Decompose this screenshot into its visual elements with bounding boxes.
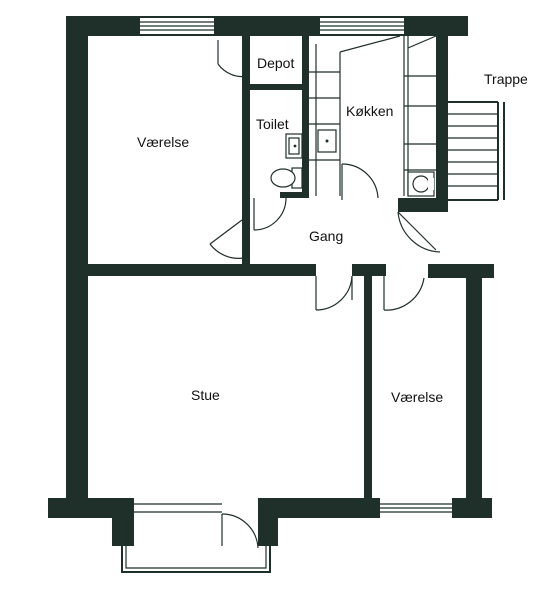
door-balcony (221, 513, 259, 549)
staircase (448, 101, 505, 201)
wall-vaerelse-toilet (242, 36, 250, 264)
wall-toilet-bottom (280, 192, 308, 198)
right-wall (466, 266, 482, 504)
wall-gang-stub (352, 264, 386, 276)
label-gang: Gang (309, 228, 343, 244)
interior-walls (88, 36, 386, 502)
windows (134, 18, 452, 516)
wall-depot-bottom (242, 84, 308, 90)
exterior-walls (48, 16, 494, 546)
wall-stue-vaerelse (364, 276, 372, 502)
door-vaerelse-top (209, 219, 245, 259)
window-bottom-right (380, 500, 452, 516)
label-stue: Stue (191, 387, 220, 403)
door-toilet (253, 197, 287, 231)
label-depot: Depot (257, 55, 294, 71)
sink-toilet-room (285, 133, 303, 159)
window-bottom-left (134, 500, 222, 516)
top-wall (66, 16, 468, 36)
doors (209, 40, 441, 549)
right-corner-wall (428, 264, 494, 278)
door-depot (217, 40, 249, 78)
room-labels: Værelse Depot Toilet Køkken Trappe Gang … (137, 55, 528, 405)
fixtures (270, 35, 437, 197)
right-upper-wall (436, 16, 448, 212)
kitchen-counter-left (309, 35, 401, 196)
bottom-mid-wall (258, 498, 380, 518)
door-stue (315, 275, 353, 311)
door-entrance (397, 211, 441, 253)
toilet-bowl (270, 167, 303, 189)
label-vaerelse-top: Værelse (137, 134, 189, 150)
label-trappe: Trappe (484, 71, 528, 87)
label-kokken: Køkken (346, 103, 393, 119)
window-top-right (320, 18, 404, 34)
stove (407, 171, 435, 197)
wall-vaerelse-stue (88, 264, 316, 276)
right-step-wall (398, 198, 448, 212)
bottom-mid-return (258, 498, 278, 546)
left-wall (66, 16, 88, 504)
wall-toilet-kitchen (302, 36, 309, 198)
door-kitchen (341, 163, 379, 200)
label-vaerelse-bottom: Værelse (391, 389, 443, 405)
window-top-left (140, 18, 214, 34)
label-toilet: Toilet (256, 116, 289, 132)
balcony (121, 518, 271, 573)
kitchen-counter-right (403, 35, 437, 196)
door-vaerelse-bottom (383, 276, 425, 311)
